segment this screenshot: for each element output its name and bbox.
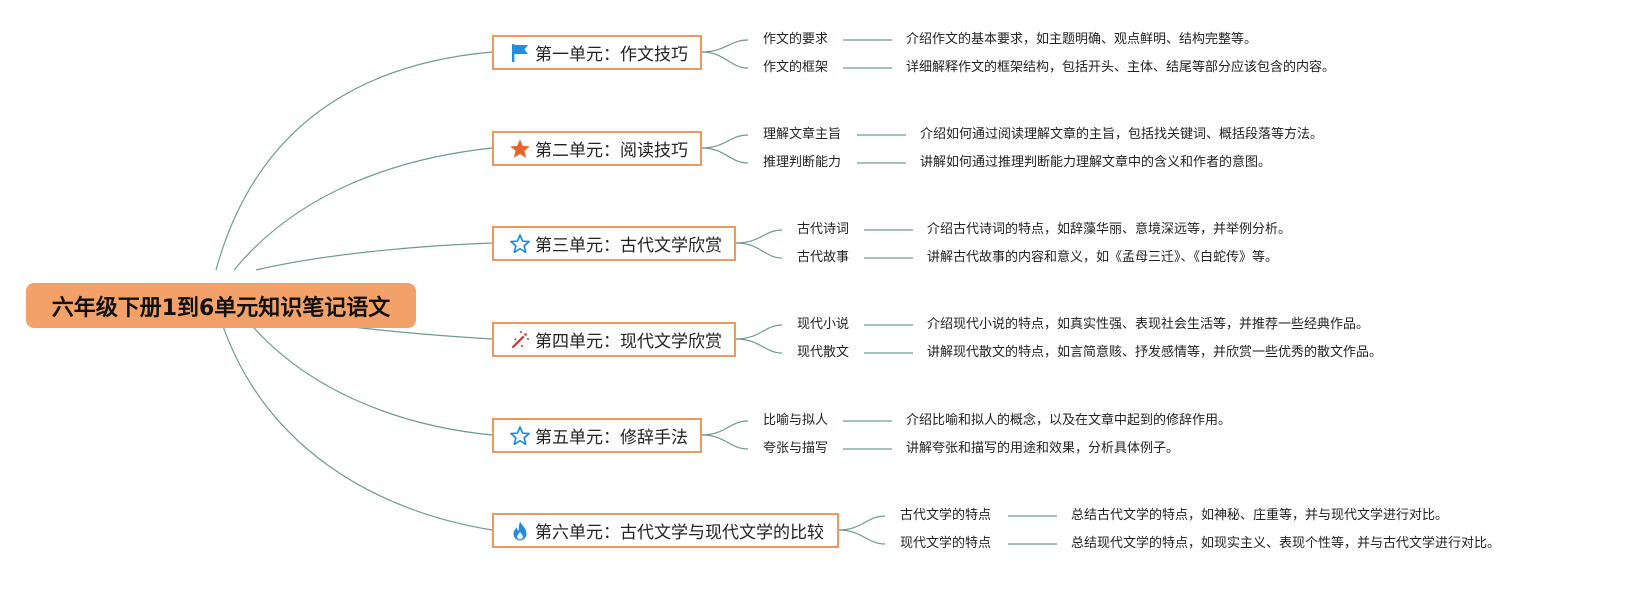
unit-6-topic-2-note: 总结现代文学的特点，如现实主义、表现个性等，并与古代文学进行对比。 bbox=[1071, 536, 1501, 551]
connector-unit-4-topic-2 bbox=[735, 338, 783, 354]
unit-3-topic-1[interactable]: 古代诗词 bbox=[797, 222, 850, 237]
unit-3-title: 第三单元：古代文学欣赏 bbox=[535, 236, 722, 256]
unit-5-topic-1-note: 介绍比喻和拟人的概念，以及在文章中起到的修辞作用。 bbox=[906, 413, 1232, 428]
connector-root-unit-6 bbox=[217, 310, 493, 531]
connector-unit-2-topic-1 bbox=[701, 134, 749, 149]
connector-unit-5-topic-1 bbox=[701, 420, 749, 436]
connector-unit-2-topic-2 bbox=[701, 147, 749, 164]
unit-2-topic-1-note: 介绍如何通过阅读理解文章的主旨，包括找关键词、概括段落等方法。 bbox=[920, 127, 1324, 142]
unit-2-topic-2[interactable]: 推理判断能力 bbox=[763, 155, 842, 170]
connector-unit-1-topic-1 bbox=[701, 39, 749, 53]
unit-5-topic-1[interactable]: 比喻与拟人 bbox=[763, 413, 829, 428]
unit-2-title: 第二单元：阅读技巧 bbox=[535, 141, 688, 161]
unit-5-topic-2[interactable]: 夸张与描写 bbox=[763, 441, 829, 456]
connector-unit-6-topic-1 bbox=[838, 515, 886, 531]
unit-1-title: 第一单元：作文技巧 bbox=[535, 45, 688, 65]
unit-2-topic-1[interactable]: 理解文章主旨 bbox=[763, 127, 842, 142]
unit-5-topic-2-note: 讲解夸张和描写的用途和效果，分析具体例子。 bbox=[906, 441, 1180, 456]
connector-unit-5-topic-2 bbox=[701, 434, 749, 450]
unit-5-title: 第五单元：修辞手法 bbox=[535, 428, 688, 448]
connector-unit-1-topic-2 bbox=[701, 51, 749, 69]
connector-root-unit-3 bbox=[255, 242, 493, 271]
flag-icon bbox=[509, 42, 531, 64]
connector-root-unit-2 bbox=[233, 147, 493, 271]
unit-4-title: 第四单元：现代文学欣赏 bbox=[535, 332, 722, 352]
unit-4-topic-2[interactable]: 现代散文 bbox=[797, 345, 850, 360]
unit-4-topic-1[interactable]: 现代小说 bbox=[797, 317, 850, 332]
connector-unit-6-topic-2 bbox=[838, 529, 886, 545]
magic-wand-icon bbox=[509, 329, 531, 351]
unit-4-node[interactable]: 第四单元：现代文学欣赏 bbox=[492, 322, 736, 357]
unit-1-topic-1[interactable]: 作文的要求 bbox=[763, 32, 829, 47]
unit-3-topic-2[interactable]: 古代故事 bbox=[797, 250, 850, 265]
unit-1-topic-2-note: 详细解释作文的框架结构，包括开头、主体、结尾等部分应该包含的内容。 bbox=[906, 60, 1336, 75]
unit-2-topic-2-note: 讲解如何通过推理判断能力理解文章中的含义和作者的意图。 bbox=[920, 155, 1272, 170]
connector-root-unit-5 bbox=[239, 310, 493, 436]
unit-6-node[interactable]: 第六单元：古代文学与现代文学的比较 bbox=[492, 513, 839, 548]
connector-unit-3-topic-1 bbox=[735, 229, 783, 244]
flame-icon bbox=[509, 520, 531, 542]
root-topic[interactable]: 六年级下册1到6单元知识笔记语文 bbox=[26, 283, 416, 328]
connector-root-unit-1 bbox=[215, 51, 493, 271]
unit-1-node[interactable]: 第一单元：作文技巧 bbox=[492, 35, 702, 70]
unit-4-topic-2-note: 讲解现代散文的特点，如言简意赅、抒发感情等，并欣赏一些优秀的散文作品。 bbox=[927, 345, 1383, 360]
connector-unit-4-topic-1 bbox=[735, 324, 783, 340]
unit-4-topic-1-note: 介绍现代小说的特点，如真实性强、表现社会生活等，并推荐一些经典作品。 bbox=[927, 317, 1370, 332]
unit-5-node[interactable]: 第五单元：修辞手法 bbox=[492, 418, 702, 453]
unit-6-topic-1[interactable]: 古代文学的特点 bbox=[900, 508, 992, 523]
unit-6-topic-2[interactable]: 现代文学的特点 bbox=[900, 536, 992, 551]
unit-3-topic-2-note: 讲解古代故事的内容和意义，如《孟母三迁》、《白蛇传》等。 bbox=[927, 250, 1279, 265]
unit-3-topic-1-note: 介绍古代诗词的特点，如辞藻华丽、意境深远等，并举例分析。 bbox=[927, 222, 1292, 237]
connector-unit-3-topic-2 bbox=[735, 242, 783, 259]
unit-6-title: 第六单元：古代文学与现代文学的比较 bbox=[535, 523, 824, 543]
star-outline-icon bbox=[509, 233, 531, 255]
unit-2-node[interactable]: 第二单元：阅读技巧 bbox=[492, 131, 702, 166]
unit-1-topic-1-note: 介绍作文的基本要求，如主题明确、观点鲜明、结构完整等。 bbox=[906, 32, 1258, 47]
unit-1-topic-2[interactable]: 作文的框架 bbox=[763, 60, 829, 75]
unit-3-node[interactable]: 第三单元：古代文学欣赏 bbox=[492, 226, 736, 261]
root-topic-label: 六年级下册1到6单元知识笔记语文 bbox=[51, 295, 391, 321]
unit-6-topic-1-note: 总结古代文学的特点，如神秘、庄重等，并与现代文学进行对比。 bbox=[1071, 508, 1449, 523]
star-outline-icon bbox=[509, 425, 531, 447]
star-filled-icon bbox=[509, 138, 531, 160]
